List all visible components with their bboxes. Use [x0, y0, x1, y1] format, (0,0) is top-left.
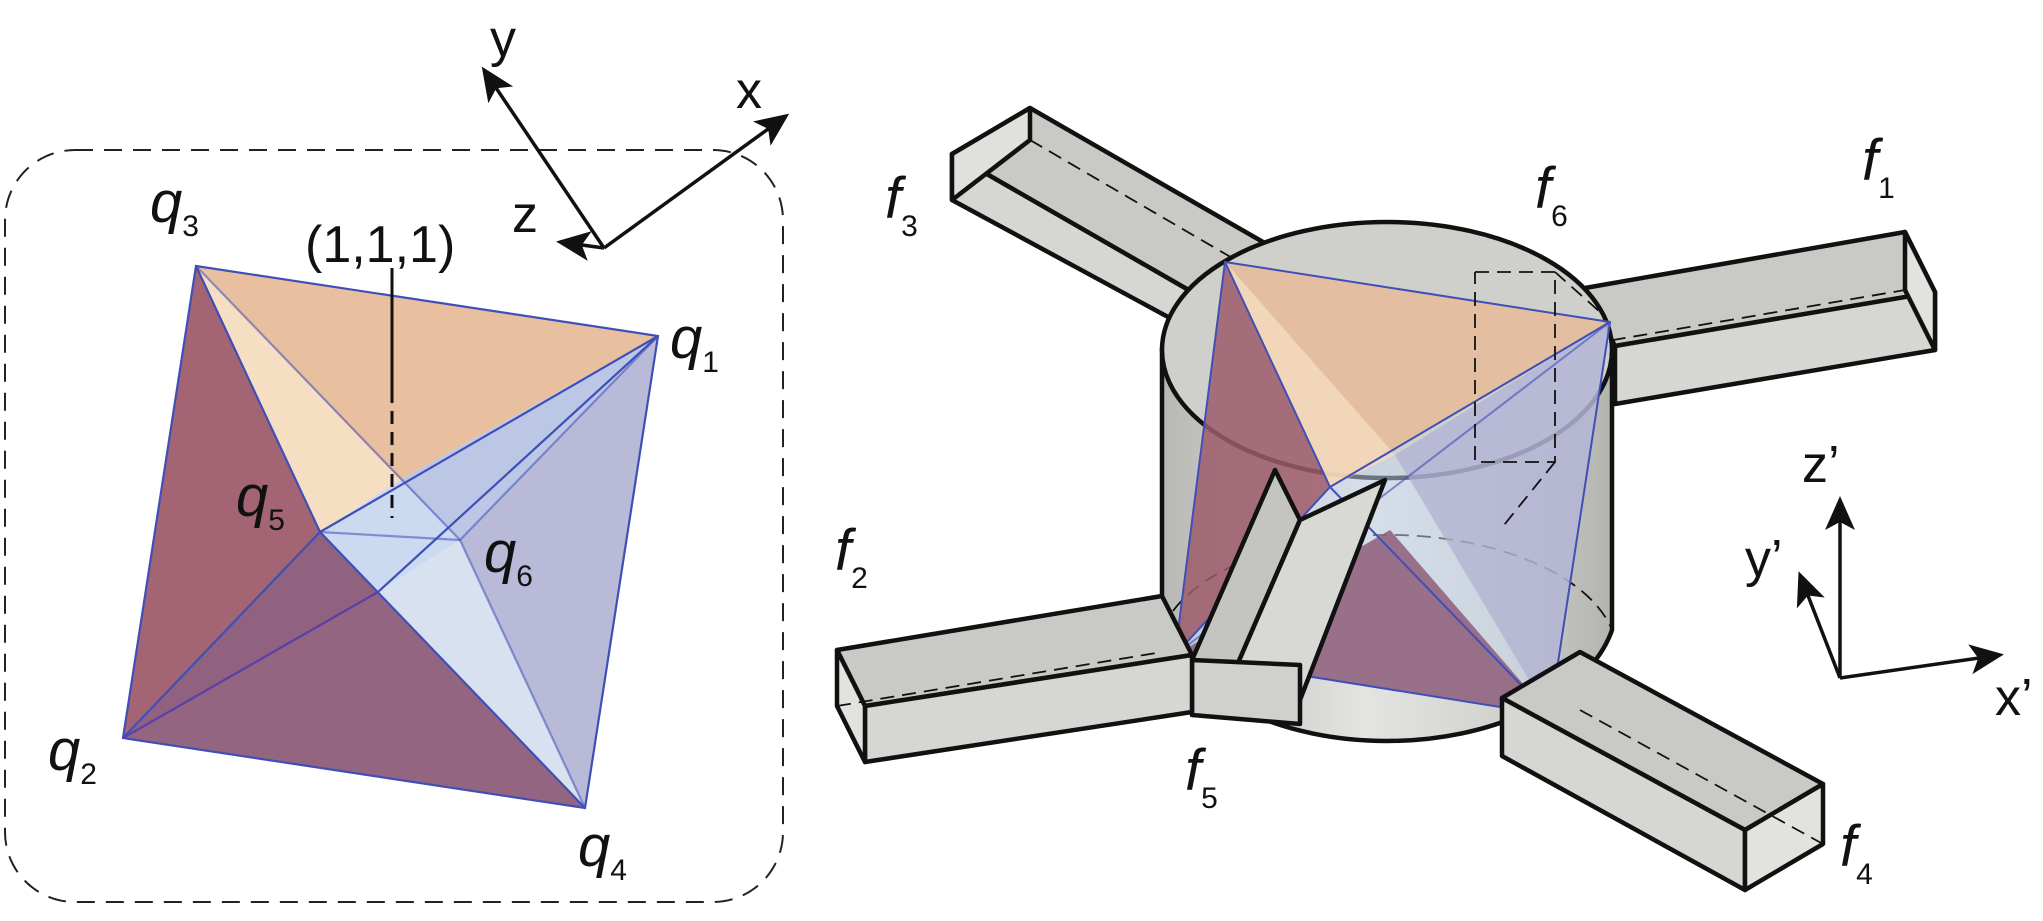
arm-label-f1: f1 — [1862, 128, 1895, 205]
arm-f2-hidden-edge — [836, 651, 1163, 707]
slot-f6-edge — [1554, 271, 1601, 313]
edge — [377, 335, 659, 593]
inner-edge — [1329, 321, 1611, 488]
face-q6-q4-center — [378, 540, 585, 808]
y-axis-label: y — [490, 10, 516, 68]
arm-f4 — [1499, 649, 1826, 893]
inner-face-maroon — [1175, 262, 1330, 655]
y-prime-axis-label: y’ — [1745, 530, 1783, 588]
face-q3-q2-q5 — [123, 266, 320, 738]
direction-label: (1,1,1) — [305, 216, 455, 274]
inner-edge — [1224, 261, 1331, 488]
slot-f6 — [1474, 271, 1601, 531]
vertex-label-q1: q1 — [670, 306, 719, 379]
face-q1-q6-q4 — [460, 336, 658, 808]
coordinate-axes-prime — [1796, 496, 2004, 680]
vertex-label-q4: q4 — [578, 814, 627, 887]
slot-f6-edge — [1499, 461, 1556, 531]
octahedron — [121, 264, 660, 810]
edge — [319, 531, 586, 809]
edge — [122, 591, 379, 739]
x-axis-label: x — [736, 62, 762, 120]
vertex-label-q6: q6 — [484, 520, 533, 593]
cylinder-bottom-hidden — [1161, 533, 1613, 631]
edge — [319, 530, 461, 542]
arm-label-f4: f4 — [1840, 814, 1873, 891]
octahedron-edges — [121, 264, 660, 810]
edge — [195, 265, 461, 541]
edge — [195, 265, 321, 533]
slot-f5 — [1189, 467, 1388, 727]
arm-label-f3: f3 — [885, 166, 918, 243]
y-axis-arrow — [481, 66, 606, 249]
inner-face-light — [1225, 262, 1395, 487]
arm-label-f5: f5 — [1185, 738, 1218, 815]
left-panel: q3 q1 q5 q6 q2 q4 (1,1,1) x y z — [4, 10, 790, 903]
arm-f1 — [1582, 229, 1938, 407]
arm-f1-end — [1902, 229, 1938, 353]
face-q1-center-q6 — [400, 336, 658, 540]
edge — [122, 531, 321, 739]
x-axis-arrow — [602, 113, 790, 250]
arm-f2 — [834, 593, 1195, 765]
vertex-label-q3: q3 — [150, 170, 199, 243]
inner-face-lavender — [1395, 322, 1610, 715]
arm-f2-end — [834, 647, 868, 765]
right-panel: f3 f6 f1 f2 f5 f4 x’ y’ z’ — [834, 105, 2033, 893]
vertex-label-q5: q5 — [236, 464, 285, 537]
arm-f4-hidden-edge — [1579, 709, 1824, 845]
face-q3-q5 — [196, 266, 400, 532]
edge — [459, 539, 586, 809]
z-axis-arrow — [556, 231, 605, 261]
edge — [459, 335, 659, 541]
slot-f5-bottom — [1189, 657, 1303, 727]
z-prime-axis-label: z’ — [1802, 436, 1840, 494]
y-prime-axis-arrow — [1796, 571, 1842, 679]
edge — [319, 335, 659, 533]
dashed-frame — [4, 149, 784, 903]
arm-f3 — [949, 105, 1273, 333]
x-prime-axis-label: x’ — [1995, 669, 2033, 727]
coordinate-axes-xyz — [481, 66, 790, 261]
arm-label-f2: f2 — [835, 518, 868, 595]
arm-f1-hidden-edge — [1589, 289, 1906, 345]
vertex-label-q2: q2 — [48, 718, 97, 791]
face-q5-q2-center — [123, 532, 378, 738]
arm-label-f6: f6 — [1535, 156, 1568, 233]
x-prime-axis-arrow — [1839, 644, 2004, 680]
z-axis-label: z — [512, 186, 538, 244]
face-q2-q4-center — [123, 592, 585, 808]
